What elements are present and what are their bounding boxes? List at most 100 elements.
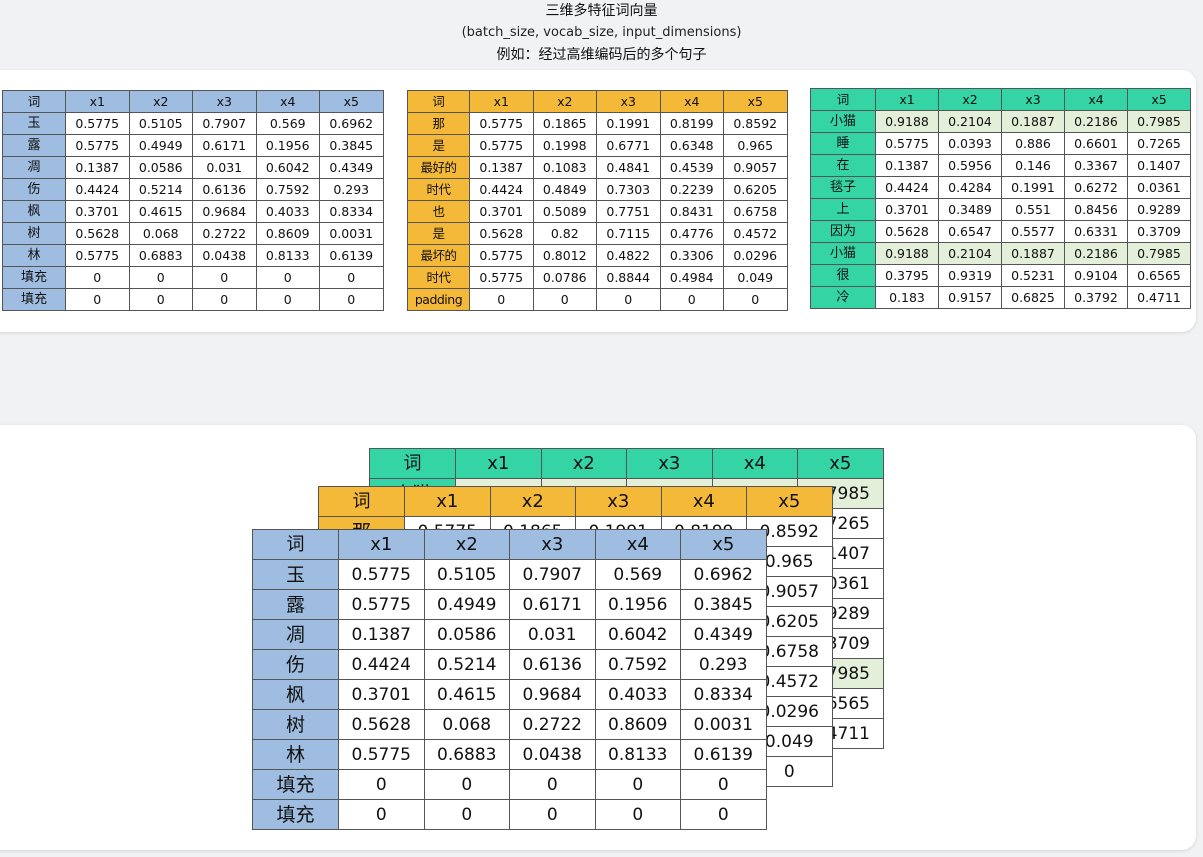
value-cell: 0.4424 — [65, 178, 130, 201]
value-cell: 0.9057 — [723, 156, 788, 179]
value-cell: 0.5775 — [338, 739, 425, 770]
value-cell: 0.7592 — [255, 178, 320, 201]
value-cell: 0.9157 — [938, 286, 1002, 309]
token-cell: 很 — [810, 264, 876, 287]
value-cell: 0 — [255, 266, 320, 289]
value-cell: 0 — [319, 266, 384, 289]
value-cell: 0.6758 — [723, 200, 788, 223]
value-cell: 0 — [338, 769, 425, 800]
value-cell: 0.4841 — [596, 156, 661, 179]
value-cell: 0 — [680, 799, 767, 830]
value-cell: 0.1407 — [1127, 154, 1191, 177]
value-cell: 0 — [469, 288, 534, 311]
token-cell: 上 — [810, 198, 876, 221]
value-cell: 0.7985 — [1127, 110, 1191, 133]
value-cell: 0.1387 — [338, 619, 425, 650]
token-cell: 是 — [407, 222, 470, 245]
value-cell: 0.4711 — [1127, 286, 1191, 309]
token-cell: 凋 — [2, 156, 66, 179]
token-cell: 因为 — [810, 220, 876, 243]
token-cell: 伤 — [252, 649, 339, 680]
value-cell: 0.5775 — [469, 266, 534, 289]
value-cell: 0.6042 — [594, 619, 681, 650]
value-cell: 0.6883 — [423, 739, 510, 770]
value-cell: 0.3845 — [680, 589, 767, 620]
column-header-x3: x3 — [575, 486, 662, 517]
value-cell: 0.5214 — [423, 649, 510, 680]
column-header-x5: x5 — [1127, 88, 1191, 111]
value-cell: 0.1865 — [532, 112, 597, 135]
token-cell: 填充 — [252, 799, 339, 830]
value-cell: 0.4615 — [423, 679, 510, 710]
value-cell: 0.2104 — [938, 110, 1002, 133]
column-header-x1: x1 — [338, 529, 425, 560]
value-cell: 0 — [509, 799, 596, 830]
value-cell: 0.6962 — [680, 559, 767, 590]
value-cell: 0.7751 — [596, 200, 661, 223]
token-cell: 填充 — [252, 769, 339, 800]
column-header-x2: x2 — [540, 448, 627, 479]
value-cell: 0.5105 — [423, 559, 510, 590]
value-cell: 0.6601 — [1064, 132, 1128, 155]
column-header-x4: x4 — [711, 448, 798, 479]
value-cell: 0.183 — [875, 286, 939, 309]
value-cell: 0.0296 — [723, 244, 788, 267]
value-cell: 0.8609 — [255, 222, 320, 245]
value-cell: 0.2239 — [659, 178, 724, 201]
value-cell: 0 — [532, 288, 597, 311]
column-header-x3: x3 — [509, 529, 596, 560]
token-cell: 树 — [2, 222, 66, 245]
value-cell: 0 — [128, 266, 193, 289]
value-cell: 0.0438 — [192, 244, 257, 267]
value-cell: 0.5775 — [338, 559, 425, 590]
column-header-x2: x2 — [489, 486, 576, 517]
column-header-x1: x1 — [65, 90, 130, 113]
value-cell: 0.9188 — [875, 242, 939, 265]
value-cell: 0.5775 — [875, 132, 939, 155]
value-cell: 0.9289 — [1127, 198, 1191, 221]
value-cell: 0.5105 — [128, 112, 193, 135]
value-cell: 0.1083 — [532, 156, 597, 179]
value-cell: 0.293 — [319, 178, 384, 201]
column-header-x4: x4 — [255, 90, 320, 113]
value-cell: 0.8133 — [255, 244, 320, 267]
value-cell: 0.4615 — [128, 200, 193, 223]
value-cell: 0 — [65, 266, 130, 289]
value-cell: 0.1887 — [1001, 242, 1065, 265]
token-cell: 也 — [407, 200, 470, 223]
value-cell: 0.8334 — [680, 679, 767, 710]
column-header-x5: x5 — [680, 529, 767, 560]
value-cell: 0.5775 — [65, 112, 130, 135]
value-cell: 0.6042 — [255, 156, 320, 179]
column-header-x4: x4 — [594, 529, 681, 560]
value-cell: 0.9104 — [1064, 264, 1128, 287]
value-cell: 0 — [594, 799, 681, 830]
column-header-x5: x5 — [797, 448, 884, 479]
value-cell: 0.6348 — [659, 134, 724, 157]
column-header-word: 词 — [407, 90, 470, 113]
column-header-x3: x3 — [626, 448, 713, 479]
value-cell: 0.5956 — [938, 154, 1002, 177]
value-cell: 0.9319 — [938, 264, 1002, 287]
value-cell: 0 — [192, 288, 257, 311]
value-cell: 0.0586 — [423, 619, 510, 650]
value-cell: 0.886 — [1001, 132, 1065, 155]
token-cell: 玉 — [252, 559, 339, 590]
value-cell: 0.4984 — [659, 266, 724, 289]
column-header-x4: x4 — [660, 486, 747, 517]
value-cell: 0.6565 — [1127, 264, 1191, 287]
value-cell: 0 — [128, 288, 193, 311]
value-cell: 0.6171 — [509, 589, 596, 620]
